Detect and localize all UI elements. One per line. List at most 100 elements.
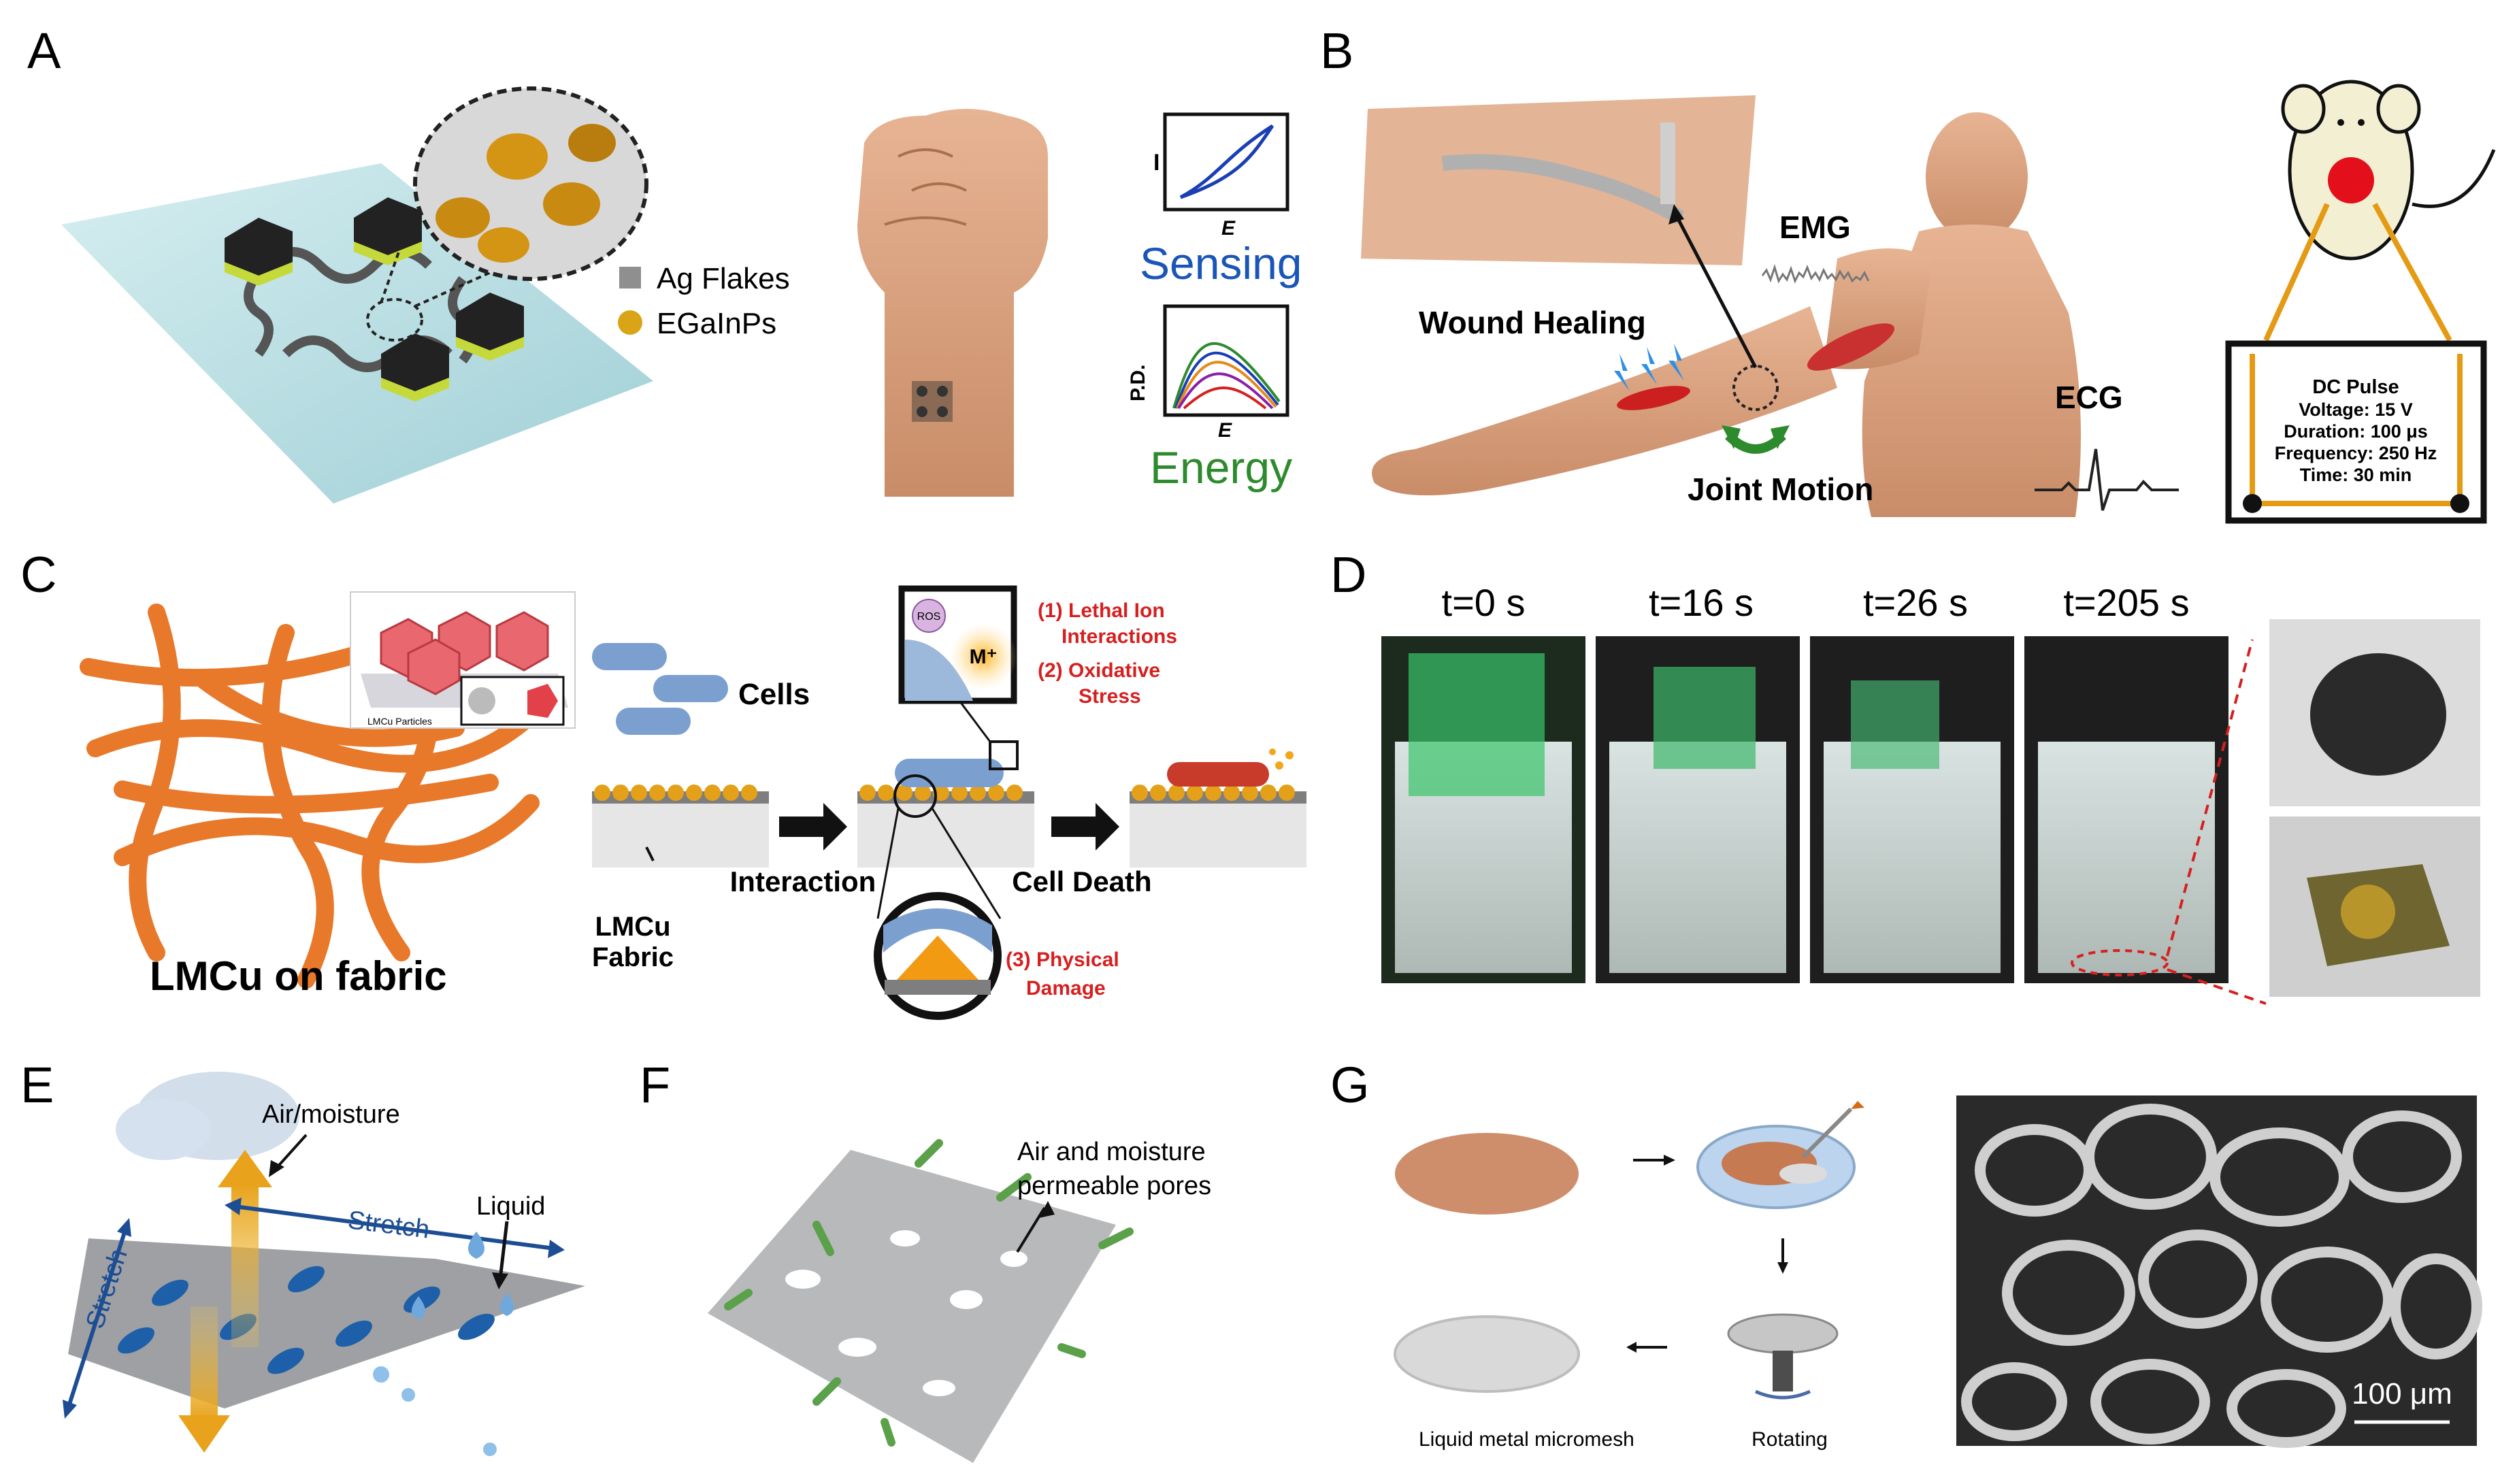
beaker-photo <box>1596 636 1800 983</box>
emg-signal <box>1761 264 1870 284</box>
liquid-label: Liquid <box>476 1192 545 1221</box>
panel-letter-c: C <box>20 546 56 603</box>
patch-probe <box>1660 122 1675 204</box>
mouse-stimulator <box>2225 80 2496 524</box>
pd-plot: P.D. E <box>1127 304 1289 442</box>
panel-f: F Air and moisture permeable pores <box>640 1057 1211 1463</box>
pd-axis-x: E <box>1218 419 1232 442</box>
legend-label-egainps: EGaInPs <box>657 307 776 340</box>
pulse-time: Time: 30 min <box>2300 465 2412 485</box>
patch-electrode <box>1441 154 1685 225</box>
interaction-label: Interaction <box>730 865 876 897</box>
cv-plot: I E <box>1153 112 1289 240</box>
fabric-pointer <box>645 846 655 861</box>
panel-letter-b: B <box>1320 22 1353 79</box>
pulse-frequency: Frequency: 250 Hz <box>2275 443 2437 463</box>
pulse-duration: Duration: 100 μs <box>2284 421 2428 442</box>
ecg-label: ECG <box>2055 380 2123 415</box>
stretch-arrow-left <box>66 1227 128 1409</box>
panel-letter-a: A <box>27 22 61 79</box>
scale-bar-label: 100 μm <box>2352 1377 2452 1411</box>
stretch-arrow-top <box>234 1204 555 1251</box>
lmcu-fabric-line2: Fabric <box>592 942 674 972</box>
mechanism2-line2: Stress <box>1079 685 1141 708</box>
rotating-label: Rotating <box>1751 1428 1828 1451</box>
stretch-top-label: Stretch <box>346 1206 431 1244</box>
egainps-particles <box>435 124 616 263</box>
panel-letter-g: G <box>1330 1057 1370 1113</box>
micromesh-label: Liquid metal micromesh <box>1419 1428 1634 1451</box>
cells-label: Cells <box>738 678 810 711</box>
damage-zoom-source <box>893 774 937 818</box>
legend-swatch-egainps <box>618 310 642 335</box>
lmcu-layer <box>594 785 757 801</box>
ion-label: M⁺ <box>970 646 998 668</box>
process-arrow <box>1051 803 1119 851</box>
mechanism3-line1: (3) Physical <box>1006 949 1119 971</box>
droplet <box>468 1232 484 1259</box>
energy-caption: Energy <box>1150 442 1292 493</box>
dead-cell <box>1167 762 1269 787</box>
skin-patch <box>1361 95 1756 265</box>
zoom-box <box>989 740 1019 770</box>
timepoint-16: t=16 s <box>1649 581 1754 624</box>
stage-substrate <box>592 791 769 868</box>
cloud <box>116 1099 211 1160</box>
micromesh-product <box>1394 1315 1580 1393</box>
electrode-pads <box>225 197 524 401</box>
stage-substrate <box>1130 791 1306 868</box>
residue-photo <box>2269 817 2480 997</box>
panel-a: A <box>27 22 1302 504</box>
pulse-voltage: Voltage: 15 V <box>2299 399 2413 420</box>
residue-photo <box>2269 619 2480 806</box>
panel-letter-d: D <box>1330 546 1366 603</box>
beaker-photo <box>1381 636 1585 983</box>
cv-axis-x: E <box>1221 217 1236 240</box>
panel-g: G Liquid metal micromesh Rotating <box>1330 1057 2482 1451</box>
mechanism1-line2: Interactions <box>1062 625 1177 648</box>
joint-marker <box>1732 365 1779 411</box>
sensing-caption: Sensing <box>1140 238 1302 288</box>
pores-label-line2: permeable pores <box>1017 1172 1211 1200</box>
legend-label-ag: Ag Flakes <box>657 262 790 295</box>
glass-substrate <box>61 163 653 504</box>
zoom-source <box>366 298 423 342</box>
joint-motion-label: Joint Motion <box>1688 472 1873 507</box>
pulse-title: DC Pulse <box>2312 376 2399 398</box>
lmcu-particles <box>380 611 549 695</box>
mechanism3-line2: Damage <box>1026 977 1106 1000</box>
copper-fibers <box>1395 1133 1579 1215</box>
zoom-bubble <box>413 86 648 281</box>
panel-d: D t=0 s t=16 s t=26 s t=205 s <box>1330 546 2480 1005</box>
cell <box>653 675 728 702</box>
wrist-photo <box>851 109 1048 497</box>
pd-axis-y: P.D. <box>1127 365 1149 401</box>
bolt-icon <box>1641 347 1657 384</box>
mechanism2-line1: (2) Oxidative <box>1038 659 1160 682</box>
panel-letter-f: F <box>640 1057 670 1113</box>
lmcu-layer <box>859 785 1023 801</box>
bolt-icon <box>1668 344 1684 381</box>
air-label: Air/moisture <box>262 1100 400 1129</box>
panel-c: C LMCu Particles LMCu on fabric <box>20 546 1306 1020</box>
mechanism1-line1: (1) Lethal Ion <box>1038 599 1165 622</box>
timepoint-0: t=0 s <box>1442 581 1526 624</box>
micromesh-sheet <box>708 1150 1116 1463</box>
emg-muscle <box>1807 323 1895 371</box>
fabric-caption: LMCu on fabric <box>150 953 447 999</box>
pores <box>785 1230 1027 1396</box>
droplet <box>500 1293 514 1316</box>
cell-death-label: Cell Death <box>1012 865 1151 897</box>
legend-swatch-ag <box>619 267 641 288</box>
fabric-fibers <box>80 604 540 989</box>
sem-image <box>1956 1095 2482 1448</box>
particles-label: LMCu Particles <box>367 716 432 727</box>
porous-membrane <box>68 1238 585 1408</box>
emg-label: EMG <box>1779 210 1851 245</box>
pores-label-line1: Air and moisture <box>1017 1138 1206 1166</box>
timepoint-labels: t=0 s t=16 s t=26 s t=205 s <box>1442 581 2190 624</box>
lmcu-fabric-line1: LMCu <box>595 912 670 942</box>
timepoint-26: t=26 s <box>1863 581 1968 624</box>
ros-label: ROS <box>917 611 941 623</box>
bolt-icon <box>1614 354 1630 391</box>
